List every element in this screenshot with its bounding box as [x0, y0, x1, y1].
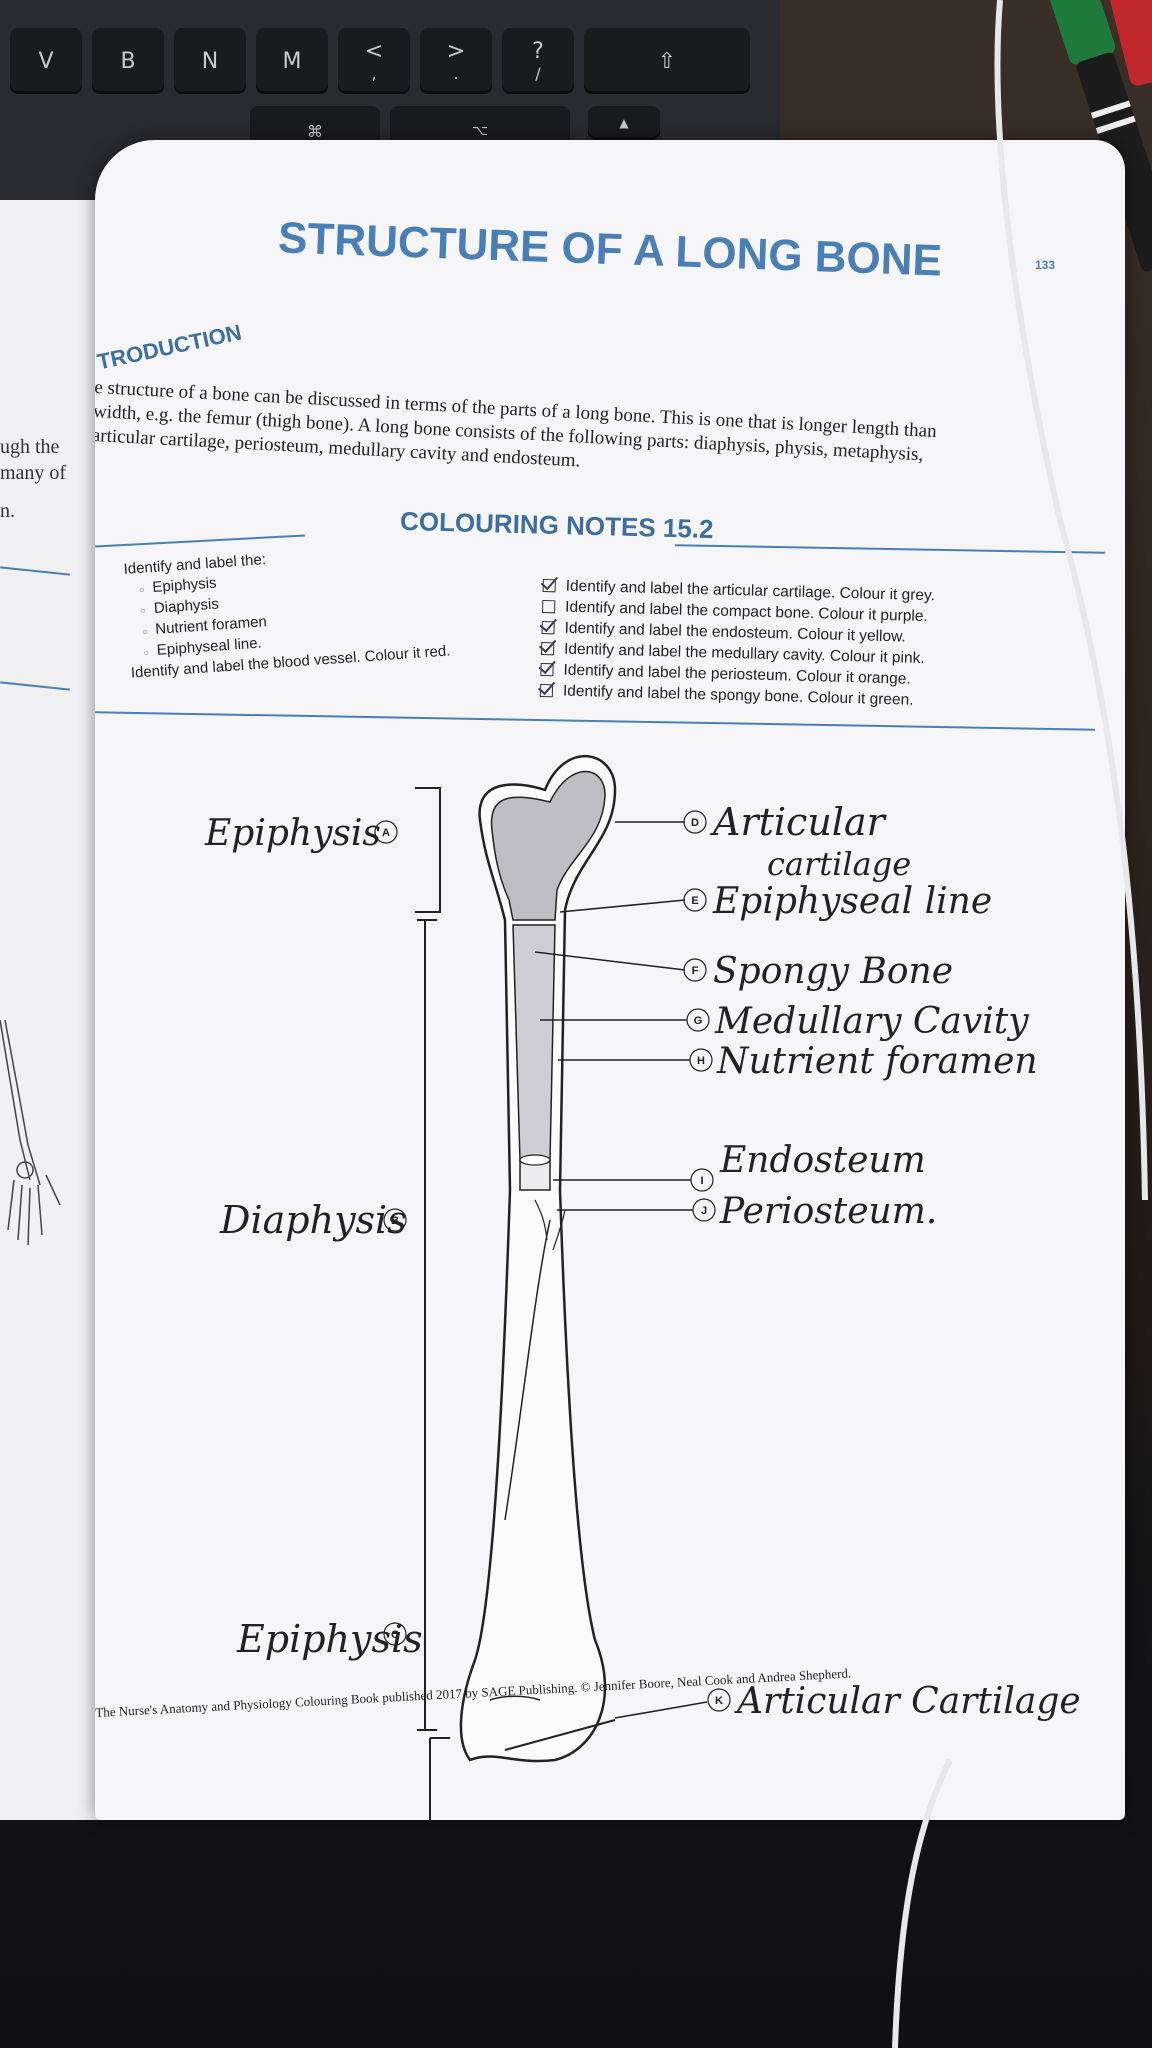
label-letter-j: J [701, 1205, 707, 1217]
command-icon: ⌘ [307, 121, 323, 141]
page-number: 133 [1034, 258, 1055, 272]
key-v: V [10, 28, 82, 94]
key-n: N [174, 28, 246, 94]
label-letter-c: C [391, 1629, 399, 1641]
right-labels: D Articular cartilage E Epiphyseal line … [683, 800, 1081, 1722]
left-page-text-1: ugh the [0, 436, 60, 458]
label-letter-k: K [715, 1695, 723, 1707]
label-medullary-cavity: Medullary Cavity [714, 1001, 1029, 1042]
label-letter-g: G [694, 1015, 703, 1027]
label-epiphyseal-line: Epiphyseal line [712, 881, 992, 922]
key-m: M [256, 28, 328, 94]
label-spongy-bone: Spongy Bone [713, 951, 953, 992]
label-letter-d: D [691, 817, 699, 829]
femur-drawing [459, 754, 617, 1763]
key-up: ▲ [588, 106, 660, 140]
label-letter-a: A [382, 827, 390, 839]
left-page-text-3: n. [0, 500, 15, 522]
arrow-up-icon: ▲ [619, 116, 629, 130]
label-letter-b: B [391, 1215, 399, 1227]
shift-icon: ⇧ [657, 48, 677, 74]
key-slash: ?/ [502, 28, 574, 94]
label-nutrient-foramen: Nutrient foramen [716, 1041, 1038, 1082]
label-diaphysis: Diaphysis [219, 1198, 407, 1242]
left-page-text-2: many of [0, 462, 67, 484]
label-letter-e: E [691, 895, 698, 907]
long-bone-diagram: Epiphysis A Diaphysis B Epiphysis C D Ar… [204, 754, 1081, 1820]
option-icon: ⌥ [471, 123, 489, 139]
keyboard: V B N M <, >. ?/ ⇧ ⌘ ⌥ ▲ ▶ ▼ [0, 0, 780, 200]
label-periosteum: Periosteum. [719, 1191, 937, 1232]
label-articular-cartilage-bottom: Articular Cartilage [734, 1681, 1081, 1722]
leader-lines [534, 821, 708, 1719]
green-pen [1045, 0, 1152, 272]
label-cartilage: cartilage [767, 845, 911, 883]
key-shift: ⇧ [584, 28, 750, 94]
label-endosteum: Endosteum [719, 1140, 926, 1181]
left-labels: Epiphysis A Diaphysis B Epiphysis C [204, 813, 423, 1661]
red-pen [1106, 0, 1152, 86]
key-comma: <, [338, 28, 410, 94]
label-letter-f: F [692, 965, 699, 977]
workbook-page: STRUCTURE OF A LONG BONE 133 TRODUCTION … [95, 140, 1125, 1820]
label-epiphysis-top: Epiphysis [204, 813, 381, 854]
label-letter-h: H [697, 1055, 705, 1067]
key-b: B [92, 28, 164, 94]
label-epiphysis-bottom: Epiphysis [236, 1617, 423, 1661]
key-period: >. [420, 28, 492, 94]
label-articular: Articular [710, 800, 888, 844]
label-letter-i: I [700, 1175, 703, 1187]
skeleton-hand-drawing [0, 1020, 61, 1246]
